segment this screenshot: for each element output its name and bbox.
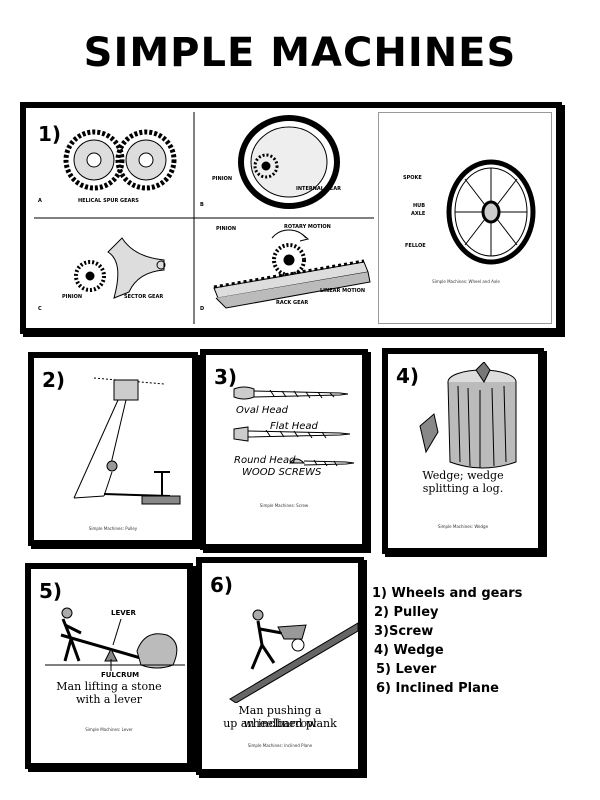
- label-fulcrum: FULCRUM: [101, 671, 140, 679]
- wheel-illustration: [446, 159, 536, 265]
- panel-inclined-plane: 6) Man pushing a wheelbarrow up an incli…: [196, 557, 364, 775]
- lever-description-line-2: with a lever: [76, 693, 142, 706]
- wedge-caption: Simple Machines: Wedge: [437, 524, 489, 529]
- legend-item: 4) Wedge: [374, 643, 444, 658]
- panel-number: 2): [42, 368, 66, 392]
- panel-number: 5): [39, 579, 63, 603]
- panel-pulley: 2) Simple Machines: Pulley: [28, 352, 198, 546]
- wedge-description-line-2: splitting a log.: [422, 482, 504, 495]
- legend-item: 2) Pulley: [374, 605, 439, 620]
- label-felloe: FELLOE: [405, 243, 426, 249]
- inclined-plane-caption: Simple Machines: Inclined Plane: [247, 743, 313, 748]
- wedge-description-line-1: Wedge; wedge: [422, 469, 504, 482]
- label-d: D: [200, 306, 205, 312]
- lever-illustration: [45, 607, 185, 671]
- label-pinion-sector: PINION: [62, 294, 83, 300]
- panel-number: 1): [38, 122, 62, 146]
- label-sector-gear: SECTOR GEAR: [124, 294, 164, 300]
- page-title: SIMPLE MACHINES: [83, 30, 517, 76]
- inclined-plane-description-line-1: Man pushing a wheelbarrow: [238, 704, 322, 730]
- label-axle: AXLE: [411, 211, 426, 217]
- round-head-label: Round Head: [234, 455, 296, 466]
- legend-item: 1) Wheels and gears: [372, 586, 523, 601]
- label-pinion-rack: PINION: [216, 226, 237, 232]
- label-helical-spur-gears: HELICAL SPUR GEARS: [78, 198, 139, 204]
- panel-screw: 3) Oval Head Flat Head Round Head WOOD S…: [200, 349, 368, 550]
- wheel-and-axle-card: SPOKE HUB AXLE FELLOE Simple Machines: W…: [378, 112, 552, 324]
- label-pinion-internal: PINION: [212, 176, 233, 182]
- machines-legend: 1) Wheels and gears 2) Pulley 3)Screw 4)…: [372, 584, 592, 698]
- label-rotary-motion: ROTARY MOTION: [284, 224, 331, 230]
- legend-item: 5) Lever: [376, 662, 437, 677]
- inclined-plane-description-line-2: up an inclined plank: [223, 717, 337, 730]
- wedge-log-illustration: [419, 362, 517, 469]
- screw-caption: Simple Machines: Screw: [259, 503, 309, 508]
- wood-screws-illustration: [233, 386, 355, 467]
- label-hub: HUB: [413, 203, 426, 209]
- flat-head-label: Flat Head: [270, 421, 318, 432]
- lever-caption: Simple Machines: Lever: [85, 727, 133, 732]
- panel-lever: 5) LEVER FULCRUM Man lifting a stone wit…: [25, 563, 193, 769]
- panel-wedge: 4) Wedge; wedge splitting a log. Simple …: [382, 348, 544, 554]
- label-spoke: SPOKE: [403, 175, 422, 181]
- label-internal-gear: INTERNAL GEAR: [296, 186, 341, 192]
- label-c: C: [38, 306, 42, 312]
- lever-description-line-1: Man lifting a stone: [56, 680, 162, 693]
- label-linear-motion: LINEAR MOTION: [320, 288, 366, 294]
- pulley-illustration: [73, 377, 181, 505]
- legend-item: 3)Screw: [374, 624, 434, 639]
- panel-number: 6): [210, 573, 234, 597]
- panel-number: 4): [396, 364, 420, 388]
- inclined-plane-illustration: [229, 609, 359, 703]
- label-lever: LEVER: [111, 609, 136, 617]
- gear-diagrams-illustration: [34, 112, 374, 324]
- label-rack-gear: RACK GEAR: [276, 300, 309, 306]
- label-a: A: [38, 198, 42, 204]
- oval-head-label: Oval Head: [236, 405, 289, 416]
- pulley-caption: Simple Machines: Pulley: [88, 526, 138, 531]
- panel-number: 3): [214, 365, 238, 389]
- legend-item: 6) Inclined Plane: [376, 681, 499, 696]
- wheel-caption: Simple Machines: Wheel and Axle: [432, 279, 500, 284]
- label-b: B: [200, 202, 204, 208]
- panel-wheels-and-gears: 1): [20, 102, 562, 334]
- wood-screws-label: WOOD SCREWS: [242, 467, 322, 478]
